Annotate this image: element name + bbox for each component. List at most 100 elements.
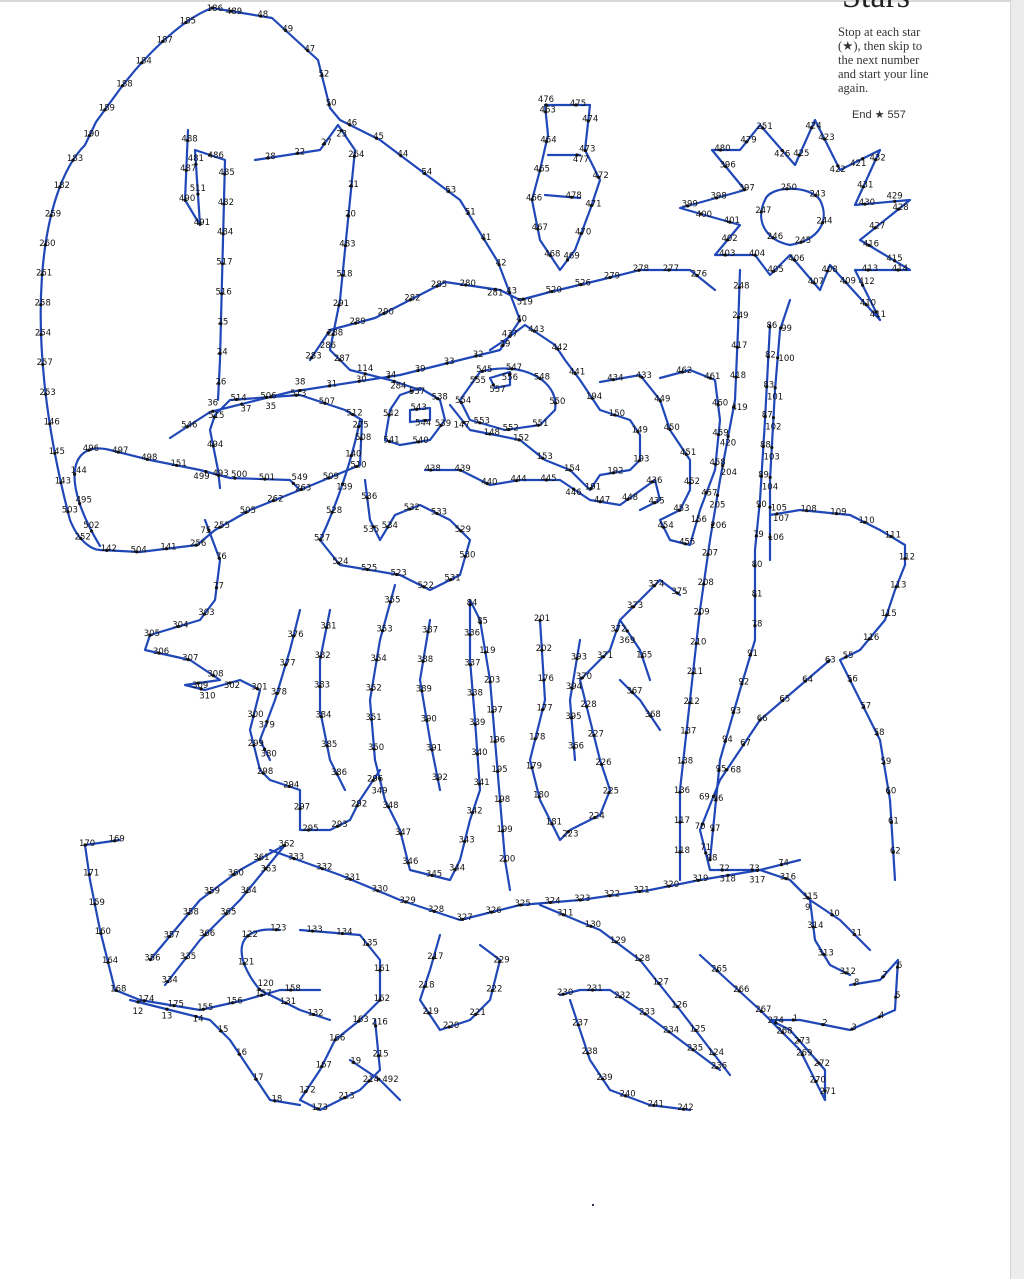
dot-number: 252 bbox=[75, 532, 91, 542]
dot bbox=[553, 401, 557, 405]
dot bbox=[263, 747, 267, 751]
dot-number: 337 bbox=[464, 658, 480, 668]
dot-number: 51 bbox=[465, 207, 476, 217]
dot-number: 116 bbox=[863, 633, 879, 643]
dot-number: 204 bbox=[721, 468, 737, 478]
dot-number: 58 bbox=[874, 728, 885, 738]
dot bbox=[498, 799, 502, 803]
dot-number: 475 bbox=[570, 99, 586, 109]
dot-number: 540 bbox=[412, 436, 428, 446]
dot bbox=[349, 454, 353, 458]
dot-number: 492 bbox=[382, 1075, 398, 1085]
dot-number: 483 bbox=[339, 239, 355, 249]
dot-number: 209 bbox=[693, 608, 709, 618]
dot bbox=[478, 421, 482, 425]
dot-number: 62 bbox=[890, 846, 901, 856]
dot bbox=[346, 214, 351, 218]
dot-number: 265 bbox=[711, 965, 727, 975]
dot-number: 273 bbox=[794, 1037, 810, 1047]
dot bbox=[721, 464, 725, 468]
dot-number: 90 bbox=[756, 500, 767, 510]
dot-number: 523 bbox=[391, 568, 407, 578]
dot bbox=[862, 520, 867, 524]
dot bbox=[576, 1023, 580, 1027]
dot-number: 389 bbox=[416, 685, 432, 695]
dot-number: 156 bbox=[226, 997, 242, 1007]
dot-number: 548 bbox=[534, 372, 550, 382]
dot bbox=[194, 1014, 198, 1019]
dot-number: 316 bbox=[780, 873, 796, 883]
dot bbox=[371, 525, 376, 529]
dot bbox=[718, 148, 723, 152]
dot bbox=[319, 655, 323, 659]
dot bbox=[584, 704, 589, 708]
dot-number: 556 bbox=[502, 373, 518, 383]
dot bbox=[768, 475, 772, 479]
dot bbox=[298, 806, 302, 811]
dot-number: 22 bbox=[294, 147, 305, 157]
dot-number: 20 bbox=[345, 210, 356, 220]
dot bbox=[425, 718, 429, 722]
dot-number: 9 bbox=[805, 903, 810, 913]
dot bbox=[352, 1060, 356, 1065]
dot bbox=[575, 153, 579, 157]
dot bbox=[726, 873, 730, 877]
dot bbox=[375, 658, 379, 662]
dot-number: 334 bbox=[162, 975, 178, 985]
dot-number: 53 bbox=[445, 185, 456, 195]
dot-number: 321 bbox=[633, 885, 649, 895]
dot-number: 465 bbox=[534, 165, 550, 175]
dot-number: 435 bbox=[648, 497, 664, 507]
dot-number: 527 bbox=[314, 534, 330, 544]
dot bbox=[41, 362, 45, 366]
dot-number: 167 bbox=[316, 1060, 332, 1070]
dot bbox=[306, 49, 310, 53]
dot bbox=[318, 538, 322, 542]
dot-number: 429 bbox=[886, 191, 902, 201]
dot-number: 533 bbox=[431, 507, 447, 517]
dot-number: 32 bbox=[473, 350, 484, 360]
dot-number: 3 bbox=[851, 1023, 856, 1033]
dot bbox=[230, 1001, 235, 1005]
dot bbox=[378, 968, 382, 972]
dot-number: 37 bbox=[241, 404, 252, 414]
dot-number: 499 bbox=[193, 472, 209, 482]
dot-number: 356 bbox=[144, 953, 160, 963]
dot bbox=[261, 771, 265, 775]
dot-number: 16 bbox=[236, 1048, 247, 1058]
dot-number: 233 bbox=[639, 1008, 655, 1018]
dot-number: 289 bbox=[350, 317, 366, 327]
scrollbar-track[interactable] bbox=[1010, 0, 1024, 1279]
dot-number: 149 bbox=[632, 426, 648, 436]
dot-number: 436 bbox=[646, 476, 662, 486]
dot bbox=[592, 733, 596, 737]
dot-number: 495 bbox=[76, 495, 92, 505]
dot bbox=[586, 1051, 590, 1055]
dot bbox=[862, 705, 866, 710]
dot-number: 329 bbox=[400, 896, 416, 906]
dot bbox=[893, 259, 897, 263]
dot-number: 70 bbox=[695, 822, 706, 832]
dot bbox=[343, 244, 348, 248]
dot-number: 236 bbox=[711, 1062, 727, 1072]
dot-number: 65 bbox=[779, 694, 790, 704]
dot bbox=[491, 710, 495, 714]
dot-number: 369 bbox=[619, 636, 635, 646]
dot bbox=[638, 958, 642, 962]
dot bbox=[387, 439, 392, 444]
dot-number: 4 bbox=[879, 1011, 884, 1021]
dot-number: 88 bbox=[760, 440, 771, 450]
dot-number: 250 bbox=[781, 183, 797, 193]
dot bbox=[536, 227, 540, 231]
dot bbox=[775, 512, 779, 516]
dot bbox=[893, 199, 897, 203]
dot-number: 557 bbox=[489, 385, 505, 395]
dot-number: 528 bbox=[326, 506, 342, 516]
dot-number: 433 bbox=[636, 371, 652, 381]
dot-number: 414 bbox=[892, 264, 908, 274]
dot bbox=[229, 9, 233, 13]
dot-number: 82 bbox=[765, 351, 776, 361]
dot bbox=[874, 310, 878, 314]
dot-number: 208 bbox=[698, 578, 714, 588]
dot-number: 225 bbox=[603, 787, 619, 797]
